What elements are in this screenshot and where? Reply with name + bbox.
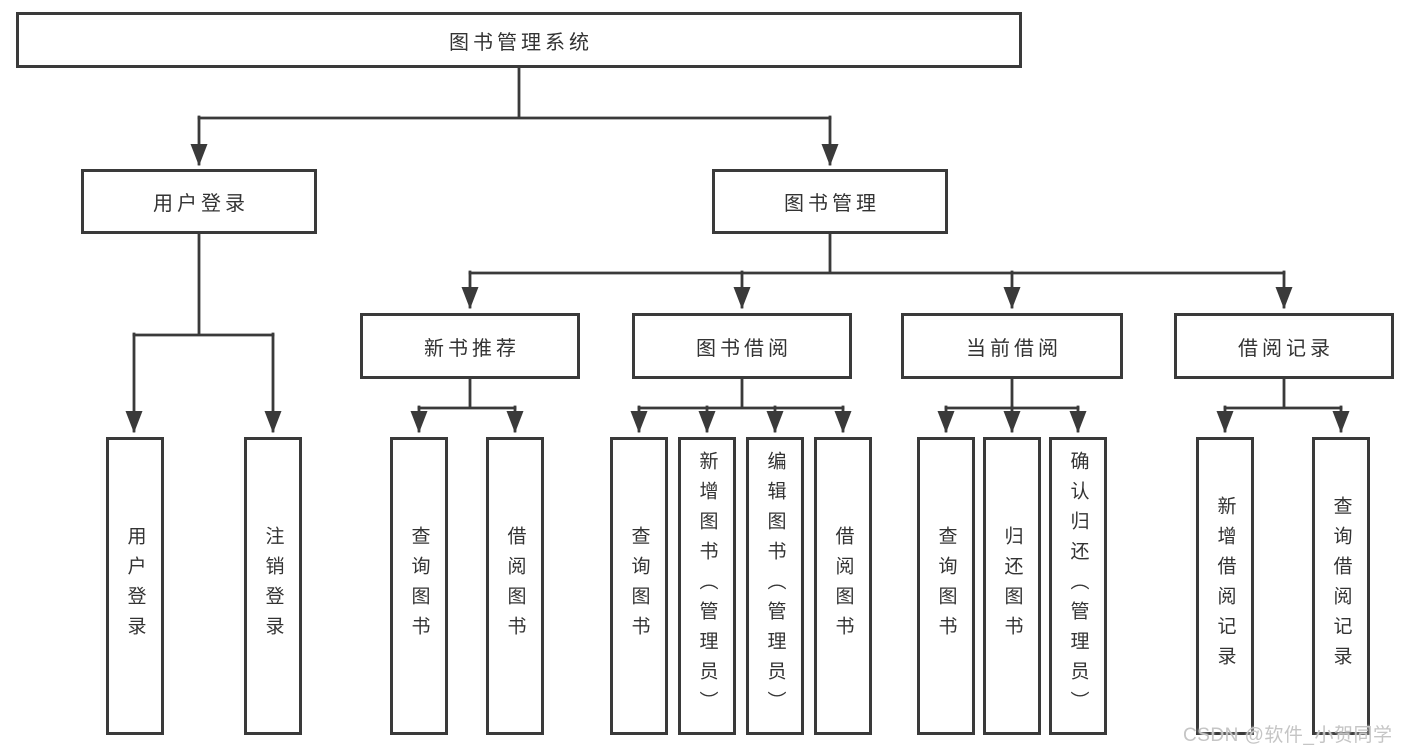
connector-root	[197, 66, 832, 120]
node-leaf-current-return-books-label: 归还图书	[1001, 526, 1023, 646]
node-leaf-recommend-query-books-label: 查询图书	[408, 526, 430, 646]
node-leaf-user-login-label: 用户登录	[124, 526, 146, 646]
node-leaf-current-confirm-return-admin-label: 确认归还（管理员）	[1067, 451, 1089, 721]
node-leaf-borrow-add-books-admin: 新增图书（管理员）	[678, 437, 736, 735]
connector-borrow	[637, 377, 845, 410]
node-leaf-borrow-add-books-admin-label: 新增图书（管理员）	[696, 451, 718, 721]
node-leaf-current-return-books: 归还图书	[983, 437, 1041, 735]
connector-book-management	[468, 232, 1286, 275]
node-book-borrow: 图书借阅	[632, 313, 852, 379]
node-leaf-add-borrow-record-label: 新增借阅记录	[1214, 496, 1236, 676]
node-leaf-current-confirm-return-admin: 确认归还（管理员）	[1049, 437, 1107, 735]
node-leaf-borrow-borrow-books-label: 借阅图书	[832, 526, 854, 646]
node-user-login-label: 用户登录	[153, 193, 249, 215]
node-leaf-query-borrow-record: 查询借阅记录	[1312, 437, 1370, 735]
node-leaf-add-borrow-record: 新增借阅记录	[1196, 437, 1254, 735]
node-user-login: 用户登录	[81, 169, 317, 234]
node-leaf-logout-label: 注销登录	[262, 526, 284, 646]
node-leaf-query-borrow-record-label: 查询借阅记录	[1330, 496, 1352, 676]
node-book-management: 图书管理	[712, 169, 948, 234]
node-book-borrow-label: 图书借阅	[696, 337, 792, 360]
node-leaf-user-login: 用户登录	[106, 437, 164, 735]
connector-current	[944, 377, 1080, 410]
node-root: 图书管理系统	[16, 12, 1022, 68]
node-borrow-records-label: 借阅记录	[1238, 337, 1334, 360]
node-leaf-logout: 注销登录	[244, 437, 302, 735]
node-book-management-label: 图书管理	[784, 193, 880, 215]
csdn-watermark: CSDN @软件_小贺同学	[1183, 725, 1393, 746]
node-leaf-borrow-edit-books-admin-label: 编辑图书（管理员）	[764, 451, 786, 721]
node-leaf-recommend-borrow-books: 借阅图书	[486, 437, 544, 735]
node-leaf-borrow-query-books: 查询图书	[610, 437, 668, 735]
node-root-label: 图书管理系统	[449, 31, 593, 54]
node-current-borrow: 当前借阅	[901, 313, 1123, 379]
node-leaf-borrow-query-books-label: 查询图书	[628, 526, 650, 646]
node-borrow-records: 借阅记录	[1174, 313, 1394, 379]
node-leaf-current-query-books: 查询图书	[917, 437, 975, 735]
node-leaf-current-query-books-label: 查询图书	[935, 526, 957, 646]
node-leaf-borrow-borrow-books: 借阅图书	[814, 437, 872, 735]
connector-user-login	[132, 232, 275, 337]
node-new-book-recommend-label: 新书推荐	[424, 337, 520, 360]
node-current-borrow-label: 当前借阅	[966, 337, 1062, 360]
connector-records	[1223, 377, 1343, 410]
node-leaf-recommend-query-books: 查询图书	[390, 437, 448, 735]
connector-recommend	[417, 377, 517, 410]
node-leaf-borrow-edit-books-admin: 编辑图书（管理员）	[746, 437, 804, 735]
node-leaf-recommend-borrow-books-label: 借阅图书	[504, 526, 526, 646]
node-new-book-recommend: 新书推荐	[360, 313, 580, 379]
